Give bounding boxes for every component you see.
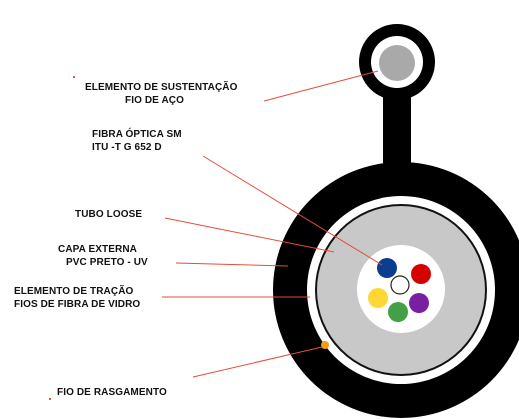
fiber-white: [390, 275, 410, 295]
leader-line-sustentacao: [263, 70, 379, 102]
label-capa: CAPA EXTERNA PVC PRETO - UV: [58, 243, 148, 269]
leader-line-capa: [175, 262, 289, 267]
label-fibra: FIBRA ÓPTICA SM ITU -T G 652 D: [92, 128, 182, 154]
decorative-tick: [73, 76, 75, 78]
label-tracao-line1: ELEMENTO DE TRAÇÃO: [14, 286, 134, 297]
label-rasgamento-line1: FIO DE RASGAMENTO: [57, 387, 167, 398]
decorative-tick: [49, 398, 51, 400]
label-tubo: TUBO LOOSE: [75, 208, 142, 221]
steel-wire: [379, 45, 415, 81]
label-capa-line2: PVC PRETO - UV: [66, 257, 148, 268]
label-tracao-line2: FIOS DE FIBRA DE VIDRO: [14, 299, 141, 310]
label-sustentacao: ELEMENTO DE SUSTENTAÇÃO FIO DE AÇO: [85, 81, 238, 107]
fiber-green: [388, 302, 408, 322]
label-tubo-line1: TUBO LOOSE: [75, 209, 143, 220]
fiber-blue: [377, 258, 397, 278]
label-fibra-line2: ITU -T G 652 D: [92, 142, 162, 153]
label-sustentacao-line2: FIO DE AÇO: [125, 95, 184, 106]
leader-line-fibra: [202, 155, 383, 266]
leader-line-tubo: [164, 217, 335, 253]
rip-cord: [321, 341, 329, 349]
label-tracao: ELEMENTO DE TRAÇÃO FIOS DE FIBRA DE VIDR…: [14, 285, 140, 311]
label-sustentacao-line1: ELEMENTO DE SUSTENTAÇÃO: [85, 82, 238, 93]
label-rasgamento: FIO DE RASGAMENTO: [57, 386, 167, 399]
fiber-purple: [409, 293, 429, 313]
label-fibra-line1: FIBRA ÓPTICA SM: [92, 129, 182, 140]
label-capa-line1: CAPA EXTERNA: [58, 244, 137, 255]
leader-line-rasgamento: [192, 346, 323, 378]
fiber-yellow: [368, 288, 388, 308]
fiber-red: [411, 264, 431, 284]
